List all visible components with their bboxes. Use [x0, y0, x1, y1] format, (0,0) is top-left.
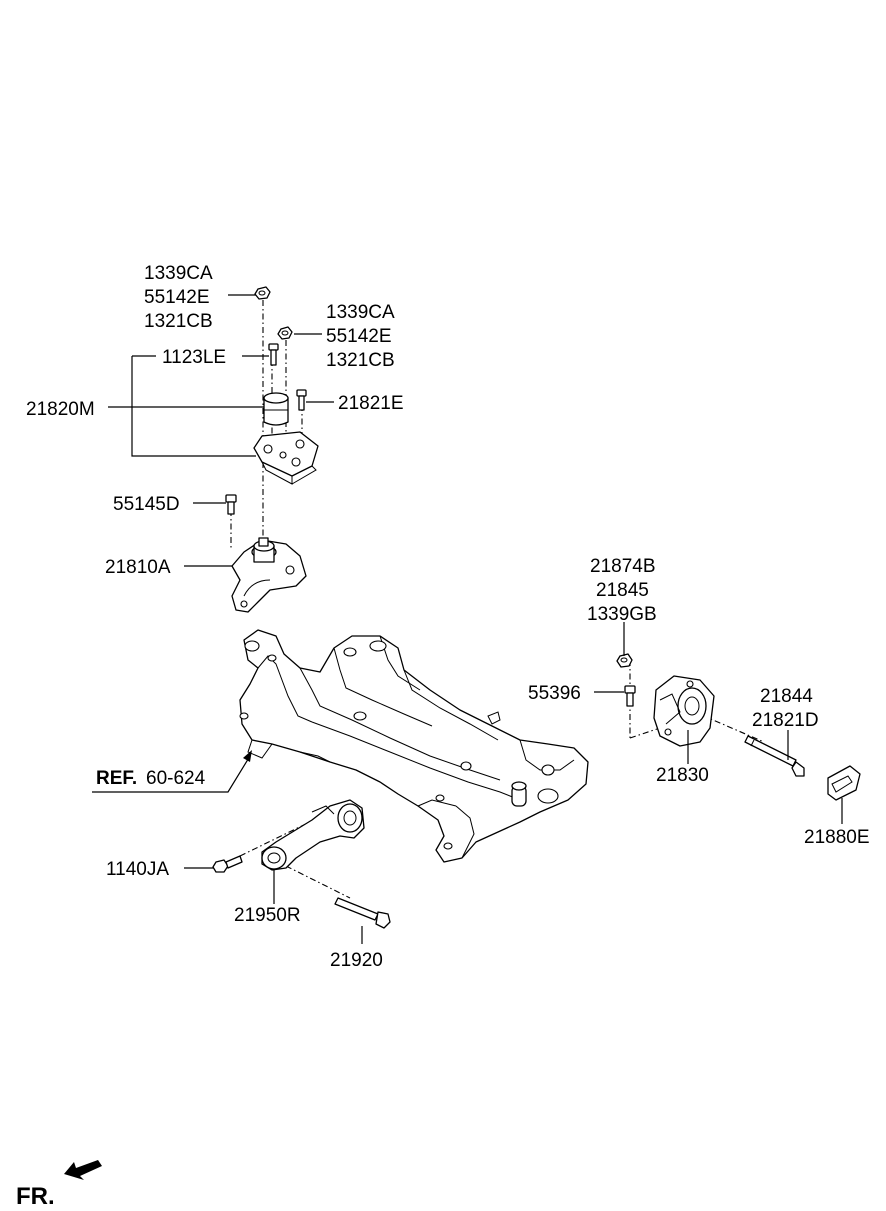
label-ref-bold: REF. [96, 768, 137, 789]
label-1321cb-b: 1321CB [326, 350, 395, 371]
label-21810a: 21810A [105, 557, 171, 578]
bolt-55145d-icon [225, 494, 237, 515]
label-21821d: 21821D [752, 710, 819, 731]
bracket-21810a-icon [231, 537, 307, 613]
label-55396: 55396 [528, 683, 581, 704]
label-21820m: 21820M [26, 399, 95, 420]
cover-21880e-icon [827, 765, 861, 801]
label-21844: 21844 [760, 686, 813, 707]
rod-21950r-icon [261, 799, 365, 871]
front-arrow-icon [64, 1160, 102, 1180]
label-21920: 21920 [330, 950, 383, 971]
centerline-21920 [285, 865, 351, 899]
front-indicator: FR. [16, 1160, 102, 1210]
mount-21820m-icon [253, 392, 319, 485]
bolt-21844-icon [744, 735, 805, 777]
label-21830: 21830 [656, 765, 709, 786]
label-21821e: 21821E [338, 393, 404, 414]
front-label: FR. [16, 1183, 55, 1210]
label-1140ja: 1140JA [106, 859, 169, 880]
bolt-1140ja-icon [212, 855, 243, 873]
bolt-1123le-icon [268, 343, 279, 366]
label-1123le: 1123LE [162, 347, 226, 368]
ref-arrowhead-icon [243, 750, 252, 762]
label-21845: 21845 [596, 580, 649, 601]
label-55145d: 55145D [113, 494, 180, 515]
label-21950r: 21950R [234, 905, 301, 926]
label-55142e-a: 55142E [144, 287, 210, 308]
label-21880e: 21880E [804, 827, 870, 848]
nut-1339ca-upper-icon [254, 286, 271, 300]
label-21874b: 21874B [590, 556, 656, 577]
centerline-55396-b [629, 727, 661, 739]
bolt-21821e-icon [296, 389, 307, 411]
subframe-crossmember-icon [239, 629, 589, 863]
bolt-21920-icon [334, 897, 391, 929]
mount-21830-icon [653, 675, 715, 747]
label-1339ca-b: 1339CA [326, 302, 395, 323]
label-1321cb-a: 1321CB [144, 311, 213, 332]
label-ref-number: 60-624 [146, 768, 206, 789]
nut-21874b-icon [616, 653, 633, 668]
label-55142e-b: 55142E [326, 326, 392, 347]
leader-21820m-bracket [131, 356, 256, 457]
label-1339ca-a: 1339CA [144, 263, 213, 284]
leader-ref [92, 755, 251, 793]
bolt-55396-icon [624, 685, 636, 707]
nut-1339ca-second-icon [277, 326, 293, 340]
label-1339gb: 1339GB [587, 604, 657, 625]
